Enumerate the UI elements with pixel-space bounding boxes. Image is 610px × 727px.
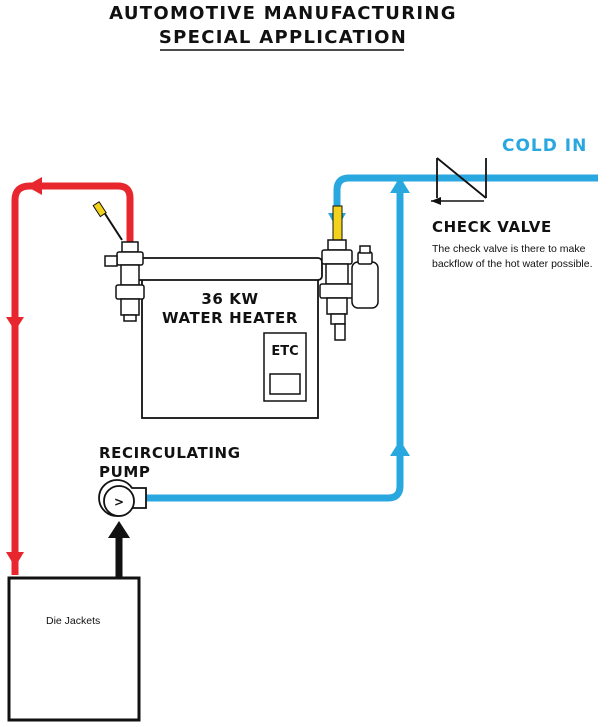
recirculating-pump: > — [98, 479, 147, 517]
heater-display — [269, 373, 301, 395]
cold-flow-arrow-up-top — [390, 177, 410, 193]
pump-label-line-1: RECIRCULATING — [99, 444, 241, 462]
cold-flow-arrow-up — [390, 440, 410, 456]
check-valve-direction-arrow — [431, 197, 441, 205]
title-line-1: AUTOMOTIVE MANUFACTURING — [109, 3, 457, 24]
return-flow-arrow-up — [108, 521, 130, 538]
hot-water-line — [6, 177, 134, 575]
die-jackets-label: Die Jackets — [46, 615, 100, 627]
cold-inlet-valve — [319, 205, 379, 341]
hot-flow-arrow-down-bottom — [6, 552, 24, 567]
hot-flow-arrow-left — [26, 177, 42, 195]
check-valve-symbol — [431, 157, 487, 205]
heater-label-line-2: WATER HEATER — [162, 309, 298, 327]
pump-label-line-2: PUMP — [99, 463, 151, 481]
hot-outlet-valve — [92, 201, 145, 322]
title-line-2: SPECIAL APPLICATION — [159, 27, 407, 48]
return-line — [108, 521, 130, 577]
check-valve-label: CHECK VALVE — [432, 218, 552, 236]
die-jackets-box: Die Jackets — [7, 576, 141, 722]
water-heater: 36 KW WATER HEATER ETC — [135, 257, 323, 419]
check-valve-note-line-1: The check valve is there to make — [432, 243, 586, 255]
svg-text:>: > — [114, 495, 124, 509]
cold-in-label: COLD IN — [502, 136, 587, 156]
hot-flow-arrow-down — [6, 317, 24, 331]
heater-label-line-1: 36 KW — [201, 290, 258, 308]
heater-brand-label: ETC — [271, 344, 298, 359]
check-valve-note-line-2: backflow of the hot water possible. — [432, 258, 593, 270]
